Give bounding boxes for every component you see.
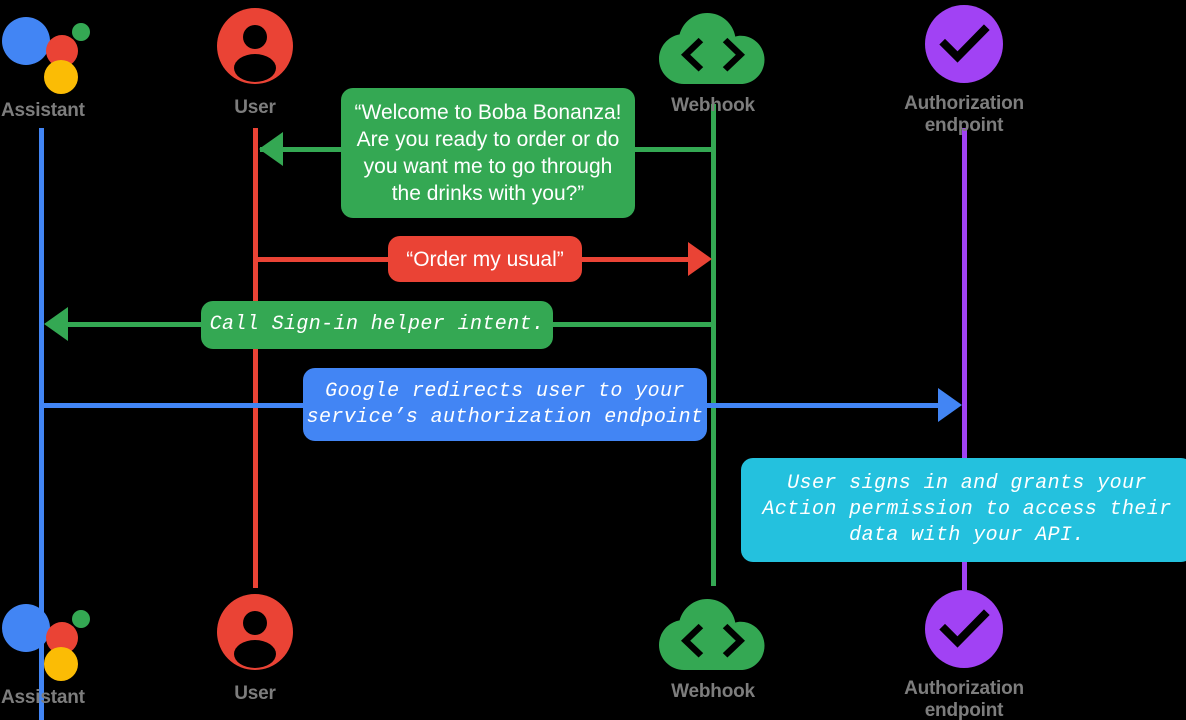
actor-label-webhook-top: Webhook: [671, 95, 755, 116]
actor-label-user-bottom: User: [234, 683, 276, 704]
actor-auth-top[interactable]: Authorization endpoint: [880, 5, 1048, 137]
message-text-welcome: “Welcome to Boba Bonanza! Are you ready …: [354, 101, 622, 205]
message-text-signin-helper: Call Sign-in helper intent.: [209, 313, 545, 336]
message-text-user-grants: User signs in and grants your Action per…: [762, 472, 1172, 547]
actor-user-top[interactable]: User: [200, 8, 310, 119]
lifeline-auth: [962, 128, 967, 592]
actor-webhook-bottom[interactable]: Webhook: [645, 598, 781, 703]
arrow-head-order: [688, 242, 712, 276]
arrow-head-signin-helper: [44, 307, 68, 341]
message-bubble-user-grants[interactable]: User signs in and grants your Action per…: [741, 458, 1186, 562]
purple-checkmark-icon: [925, 5, 1003, 83]
actor-label-auth-top: Authorization endpoint: [904, 93, 1024, 136]
lifeline-assistant: [39, 128, 44, 720]
actor-assistant-top[interactable]: Assistant: [0, 5, 90, 122]
message-text-redirect: Google redirects user to your service’s …: [306, 379, 704, 429]
cloud-code-icon: [656, 12, 770, 86]
actor-label-webhook-bottom: Webhook: [671, 681, 755, 702]
message-bubble-order[interactable]: “Order my usual”: [388, 236, 582, 282]
message-bubble-signin-helper[interactable]: Call Sign-in helper intent.: [201, 301, 553, 349]
arrow-head-welcome: [259, 132, 283, 166]
user-avatar-icon: [217, 8, 293, 84]
actor-assistant-bottom[interactable]: Assistant: [0, 592, 90, 709]
message-bubble-redirect[interactable]: Google redirects user to your service’s …: [303, 368, 707, 441]
actor-label-assistant-bottom: Assistant: [1, 687, 85, 708]
lifeline-user: [253, 128, 258, 588]
actor-label-assistant-top: Assistant: [1, 100, 85, 121]
actor-label-auth-bottom: Authorization endpoint: [904, 678, 1024, 720]
message-text-order: “Order my usual”: [406, 247, 564, 271]
arrow-head-redirect: [938, 388, 962, 422]
user-avatar-icon: [217, 594, 293, 670]
google-assistant-dots-icon: [0, 592, 90, 681]
actor-label-user-top: User: [234, 97, 276, 118]
cloud-code-icon: [656, 598, 770, 672]
google-assistant-dots-icon: [0, 5, 90, 94]
actor-auth-bottom[interactable]: Authorization endpoint: [880, 590, 1048, 720]
message-bubble-welcome[interactable]: “Welcome to Boba Bonanza! Are you ready …: [341, 88, 635, 218]
purple-checkmark-icon: [925, 590, 1003, 668]
actor-user-bottom[interactable]: User: [200, 594, 310, 705]
actor-webhook-top[interactable]: Webhook: [645, 12, 781, 117]
lifeline-webhook: [711, 104, 716, 586]
